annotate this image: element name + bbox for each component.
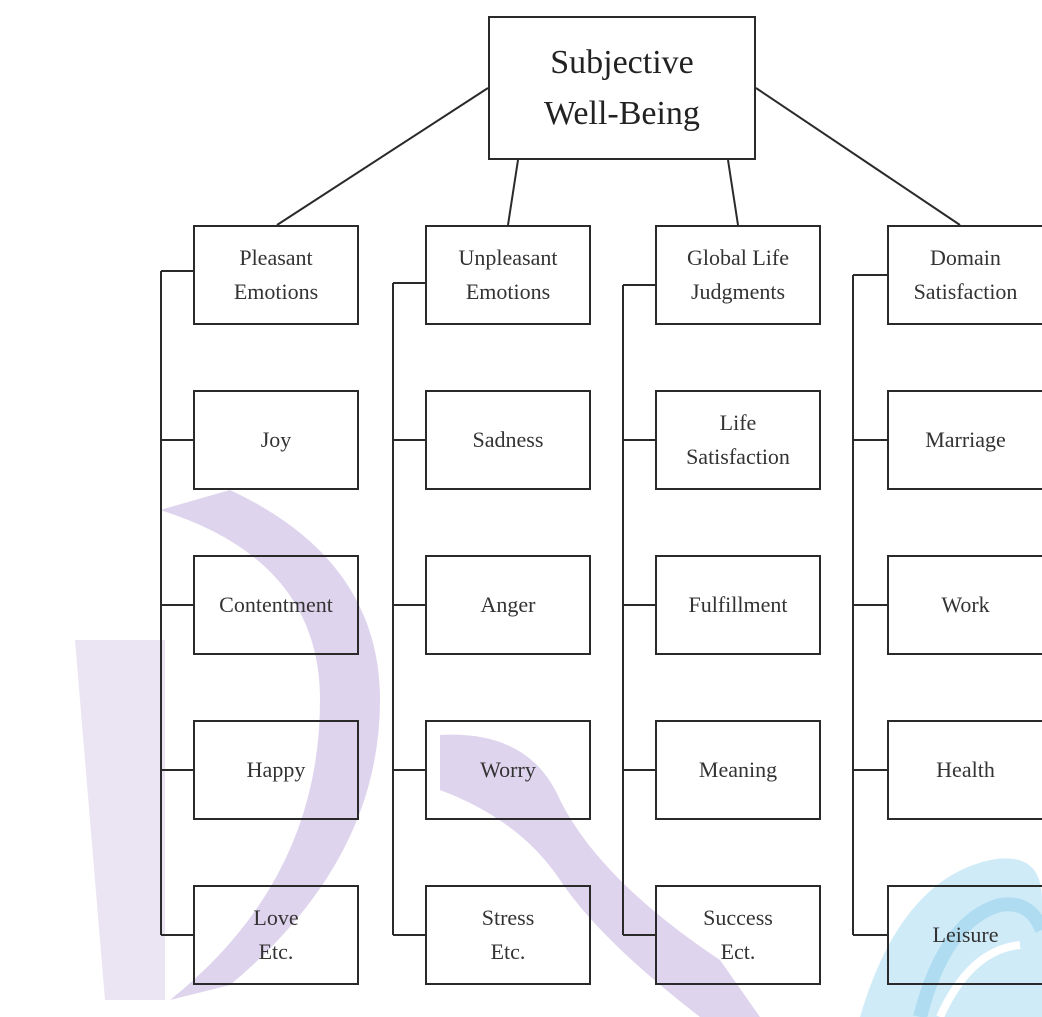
item-label: Love Etc. — [253, 904, 299, 964]
item-health: Health — [887, 720, 1042, 820]
root-connector-4 — [755, 87, 961, 226]
item-marriage: Marriage — [887, 390, 1042, 490]
header-global-life-judgments: Global Life Judgments — [655, 225, 821, 325]
root-connector-3 — [727, 159, 739, 226]
item-label: Contentment — [219, 591, 333, 617]
item-life-satisfaction: Life Satisfaction — [655, 390, 821, 490]
item-stress-etc: Stress Etc. — [425, 885, 591, 985]
item-label: Health — [936, 756, 995, 782]
item-happy: Happy — [193, 720, 359, 820]
item-label: Sadness — [472, 426, 544, 452]
item-meaning: Meaning — [655, 720, 821, 820]
root-connector-2 — [507, 159, 519, 226]
item-work: Work — [887, 555, 1042, 655]
item-worry: Worry — [425, 720, 591, 820]
watermark-swirl-inner — [913, 897, 1042, 1017]
header-pleasant-emotions: Pleasant Emotions — [193, 225, 359, 325]
item-label: Success Ect. — [703, 904, 773, 964]
header-domain-satisfaction: Domain Satisfaction — [887, 225, 1042, 325]
header-label: Pleasant Emotions — [233, 244, 319, 304]
item-label: Meaning — [698, 756, 778, 782]
item-label: Worry — [480, 756, 536, 782]
item-anger: Anger — [425, 555, 591, 655]
root-connector-1 — [276, 87, 489, 226]
item-leisure: Leisure — [887, 885, 1042, 985]
watermark-d-bar — [75, 640, 165, 1000]
item-success-ect: Success Ect. — [655, 885, 821, 985]
header-label: Unpleasant Emotions — [458, 244, 558, 304]
item-label: Marriage — [925, 426, 1006, 452]
header-label: Global Life Judgments — [686, 244, 790, 304]
header-label: Domain Satisfaction — [913, 244, 1018, 304]
item-fulfillment: Fulfillment — [655, 555, 821, 655]
root-label: Subjective Well-Being — [544, 44, 700, 132]
item-label: Happy — [246, 756, 306, 782]
root-node: Subjective Well-Being — [488, 16, 756, 160]
item-love-etc: Love Etc. — [193, 885, 359, 985]
item-label: Work — [941, 591, 990, 617]
item-sadness: Sadness — [425, 390, 591, 490]
item-label: Leisure — [932, 921, 999, 947]
watermark-swirl-outer — [936, 941, 1021, 1017]
item-label: Stress Etc. — [481, 904, 535, 964]
watermark-r-shape — [440, 734, 760, 1017]
item-label: Life Satisfaction — [686, 409, 790, 469]
item-joy: Joy — [193, 390, 359, 490]
item-label: Anger — [480, 591, 536, 617]
item-contentment: Contentment — [193, 555, 359, 655]
item-label: Joy — [260, 426, 292, 452]
watermark-d-shape — [160, 490, 380, 1000]
header-unpleasant-emotions: Unpleasant Emotions — [425, 225, 591, 325]
item-label: Fulfillment — [688, 591, 788, 617]
